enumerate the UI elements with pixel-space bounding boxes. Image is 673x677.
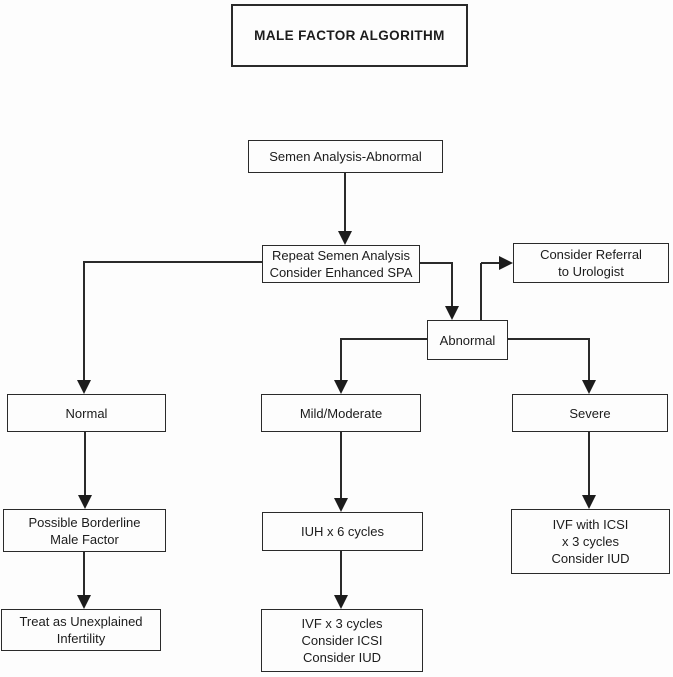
- node-semen-analysis-abnormal: Semen Analysis-Abnormal: [248, 140, 443, 173]
- arrowhead-down-icon: [582, 495, 596, 509]
- connector-abnormal-to-severe-vline: [588, 338, 590, 381]
- node-semen-analysis-abnormal-label: Semen Analysis-Abnormal: [269, 149, 422, 164]
- connector-mild-to-iuh-vline: [340, 432, 342, 499]
- connector-repeat-to-abnormal-vline: [451, 262, 453, 307]
- node-title: MALE FACTOR ALGORITHM: [231, 4, 468, 67]
- connector-iuh-to-ivf-vline: [340, 551, 342, 596]
- arrowhead-down-icon: [334, 595, 348, 609]
- connector-severe-to-ivf-vline: [588, 432, 590, 496]
- node-abnormal-label: Abnormal: [439, 332, 496, 348]
- connector-repeat-to-normal-vline: [83, 261, 85, 381]
- node-ivf-with-icsi: IVF with ICSI x 3 cycles Consider IUD: [511, 509, 670, 574]
- connector-abnormal-to-mild-hline: [341, 338, 427, 340]
- node-possible-borderline-line1: Possible Borderline: [28, 514, 141, 530]
- node-repeat-semen-analysis-line2: Consider Enhanced SPA: [269, 265, 413, 280]
- connector-repeat-to-normal-hline: [84, 261, 262, 263]
- node-ivf-with-icsi-line2: x 3 cycles: [561, 534, 620, 549]
- connector-normal-to-borderline-vline: [84, 432, 86, 496]
- node-title-label: MALE FACTOR ALGORITHM: [254, 28, 445, 43]
- connector-semen-to-repeat-line: [344, 173, 346, 231]
- arrowhead-down-icon: [77, 380, 91, 394]
- node-possible-borderline: Possible Borderline Male Factor: [3, 509, 166, 552]
- node-treat-unexplained-line2: Infertility: [56, 631, 106, 646]
- connector-repeat-to-abnormal-hline: [420, 262, 453, 264]
- node-treat-unexplained-line1: Treat as Unexplained: [19, 614, 143, 629]
- node-treat-unexplained: Treat as Unexplained Infertility: [1, 609, 161, 651]
- arrowhead-down-icon: [77, 595, 91, 609]
- node-iuh-cycles-label: IUH x 6 cycles: [300, 524, 385, 539]
- node-possible-borderline-line2: Male Factor: [50, 531, 119, 547]
- connector-abnormal-to-referral-vline: [480, 263, 482, 320]
- arrowhead-down-icon: [78, 495, 92, 509]
- node-consider-referral-line2: to Urologist: [558, 264, 624, 279]
- node-ivf-3-cycles-line1: IVF x 3 cycles: [301, 616, 383, 631]
- arrowhead-right-icon: [499, 256, 513, 270]
- node-ivf-with-icsi-line1: IVF with ICSI: [552, 517, 629, 532]
- node-normal-label: Normal: [65, 405, 108, 421]
- node-repeat-semen-analysis-line1: Repeat Semen Analysis: [271, 248, 411, 263]
- node-mild-moderate-label: Mild/Moderate: [299, 405, 383, 421]
- node-consider-referral-urologist: Consider Referral to Urologist: [513, 243, 669, 283]
- node-ivf-3-cycles: IVF x 3 cycles Consider ICSI Consider IU…: [261, 609, 423, 672]
- node-iuh-cycles: IUH x 6 cycles: [262, 512, 423, 551]
- arrowhead-down-icon: [445, 306, 459, 320]
- node-consider-referral-line1: Consider Referral: [540, 247, 642, 262]
- connector-abnormal-to-mild-vline: [340, 338, 342, 381]
- node-ivf-3-cycles-line2: Consider ICSI: [301, 633, 383, 648]
- node-normal: Normal: [7, 394, 166, 432]
- node-severe: Severe: [512, 394, 668, 432]
- node-mild-moderate: Mild/Moderate: [261, 394, 421, 432]
- node-ivf-with-icsi-line3: Consider IUD: [551, 551, 630, 566]
- node-ivf-3-cycles-line3: Consider IUD: [302, 650, 382, 665]
- arrowhead-down-icon: [582, 380, 596, 394]
- connector-borderline-to-treat-vline: [83, 552, 85, 596]
- arrowhead-down-icon: [338, 231, 352, 245]
- connector-abnormal-to-severe-hline: [508, 338, 590, 340]
- node-repeat-semen-analysis: Repeat Semen Analysis Consider Enhanced …: [262, 245, 420, 283]
- node-severe-label: Severe: [569, 405, 611, 421]
- node-abnormal: Abnormal: [427, 320, 508, 360]
- arrowhead-down-icon: [334, 380, 348, 394]
- connector-abnormal-to-referral-hline: [481, 262, 500, 264]
- arrowhead-down-icon: [334, 498, 348, 512]
